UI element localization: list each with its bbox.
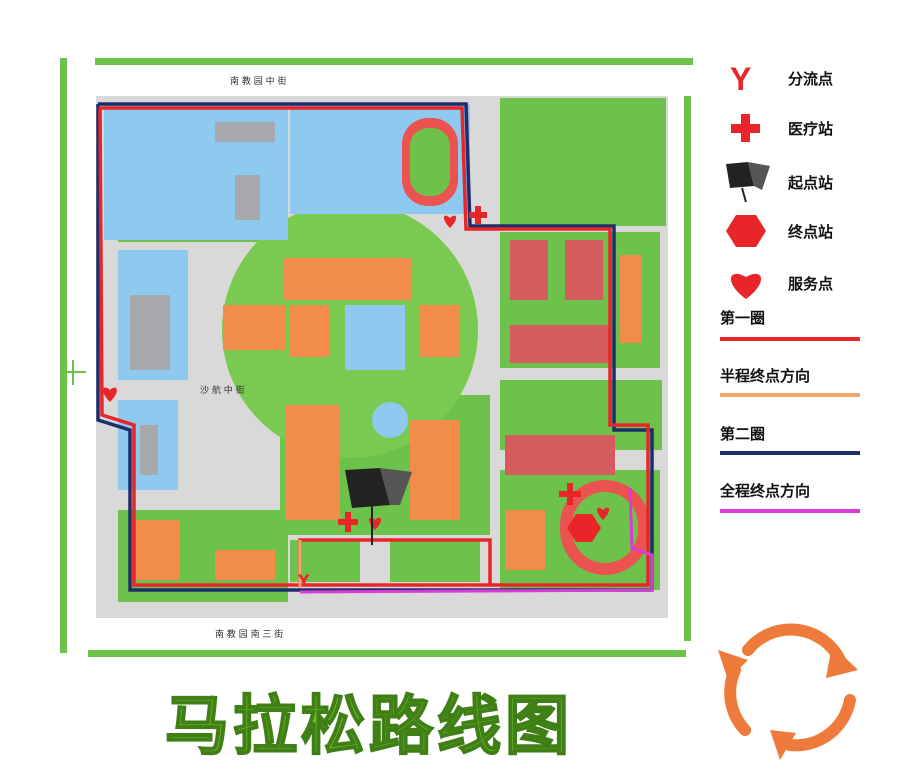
legend: Y 分流点 医疗站 起点站 终点站 服务点 第一圈 半程终点方向 [720,55,910,525]
route-loop2 [96,102,654,592]
heart-icon [720,265,776,301]
branch-point-icon: Y [720,60,776,97]
medical-station-icon [338,206,581,532]
compass-icon [60,360,86,385]
road-north-label: 南 教 园 中 街 [230,75,286,87]
hexagon-icon [720,213,776,249]
svg-text:Y: Y [730,61,751,96]
route-full-direction [299,487,654,594]
legend-full-label: 全程终点方向 [720,482,811,500]
map-title: 马拉松路线图 [164,689,573,765]
medical-cross-icon [720,110,776,146]
legend-label: 起点站 [788,174,834,192]
legend-half-label: 半程终点方向 [720,367,811,385]
legend-branch-point: Y 分流点 [720,60,910,97]
legend-start-station: 起点站 [720,160,910,203]
legend-service-point: 服务点 [720,265,910,301]
legend-loop1-line [720,337,860,341]
finish-station-icon [567,514,601,542]
buildings [130,255,642,580]
road-south-label: 南 教 园 南 三 街 [215,628,283,640]
legend-loop2-line [720,451,860,455]
legend-loop2-label: 第二圈 [720,425,766,443]
legend-loop1-label: 第一圈 [720,309,766,327]
legend-label: 医疗站 [788,120,834,138]
legend-half-line [720,393,860,397]
sports-field [402,118,650,575]
legend-full-line [720,509,860,513]
start-station-icon [345,468,412,545]
legend-label: 服务点 [788,275,834,293]
red-buildings [505,240,615,475]
road-middle-label: 沙 航 中 街 [200,384,245,396]
outer-streets [60,58,693,657]
branch-point-icon: Y [297,571,310,590]
legend-finish-station: 终点站 [720,213,910,249]
grey-buildings [130,122,275,475]
legend-medical-station: 医疗站 [720,110,910,146]
checkered-flag-icon [720,160,776,203]
legend-label: 终点站 [788,223,834,241]
legend-label: 分流点 [788,70,834,88]
arrowheads [718,645,858,760]
